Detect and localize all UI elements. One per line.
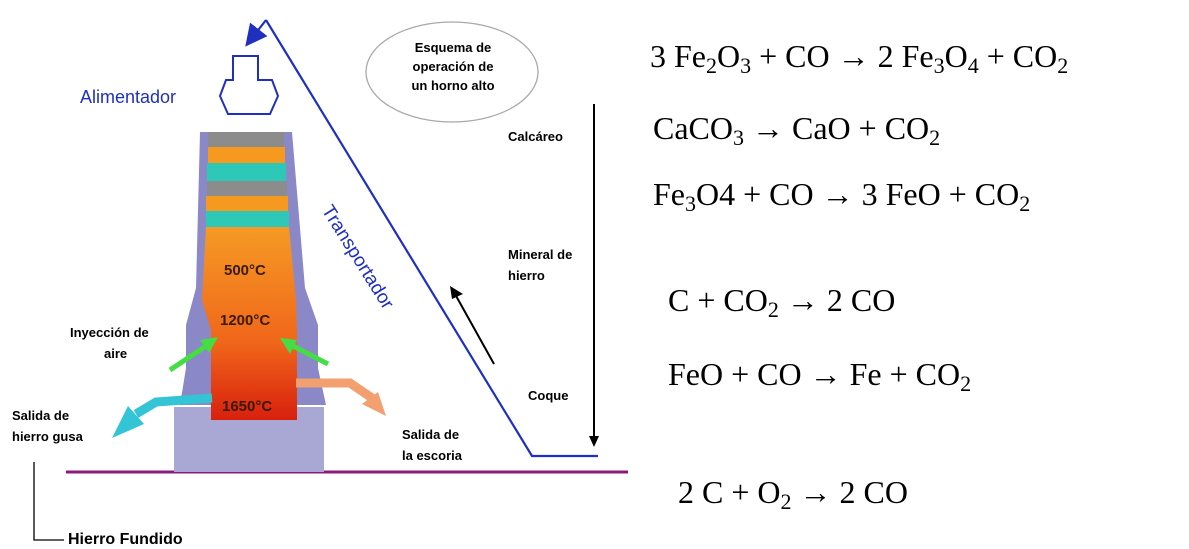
slag-arrow-icon <box>296 378 375 402</box>
limestone-label: Calcáreo <box>508 129 563 144</box>
air-arrow-right-head-icon <box>280 338 297 354</box>
up-arrow-icon <box>454 293 495 365</box>
layer-gray <box>207 181 287 196</box>
equation-6: 2 C + O2 → 2 CO <box>678 474 908 514</box>
layer-gray <box>208 132 284 147</box>
pig-iron-label-line2: hierro gusa <box>12 429 83 444</box>
layer-teal <box>207 163 286 181</box>
down-arrow-head-icon <box>589 436 599 447</box>
layer-orange <box>208 147 285 163</box>
ore-label-line2: hierro <box>508 268 545 283</box>
air-arrow-right-icon <box>291 343 330 367</box>
temp-500: 500°C <box>224 262 266 279</box>
slag-arrow-head-icon <box>362 392 386 416</box>
molten-iron-pointer <box>33 462 64 541</box>
equation-2: CaCO3 → CaO + CO2 <box>653 110 941 150</box>
equation-4: C + CO2 → 2 CO <box>668 282 896 322</box>
equation-3: Fe3O4 + CO → 3 FeO + CO2 <box>653 176 1031 216</box>
up-arrow-head-icon <box>450 286 463 299</box>
air-arrow-left-head-icon <box>200 337 218 353</box>
slag-label-line1: Salida de <box>402 427 460 442</box>
molten-iron-label: Hierro Fundido <box>68 531 183 548</box>
feeder-hopper-icon <box>218 55 280 115</box>
scheme-label-line1: Esquema de <box>414 40 492 55</box>
scheme-label-line2: operación de <box>412 59 494 74</box>
air-label-line2: aire <box>104 346 128 361</box>
ore-label-line1: Mineral de <box>508 247 573 262</box>
air-label-line1: Inyección de <box>70 325 149 340</box>
equation-1: 3 Fe2O3 + CO → 2 Fe3O4 + CO2 <box>650 38 1069 78</box>
air-arrow-left-icon <box>168 343 208 373</box>
pig-iron-label-line1: Salida de <box>12 408 70 423</box>
temp-1650: 1650°C <box>222 398 273 415</box>
scheme-label: Esquema de operación de un horno alto <box>392 38 514 95</box>
pig-iron-arrow-head-icon <box>112 406 144 438</box>
scheme-label-line3: un horno alto <box>411 78 495 93</box>
pig-iron-arrow-icon <box>133 393 213 418</box>
scheme-ellipse <box>365 21 539 123</box>
slag-label-line2: la escoria <box>402 448 462 463</box>
conveyor-arrow-icon <box>245 19 268 47</box>
feeder-label: Alimentador <box>80 87 177 107</box>
coke-label: Coque <box>528 388 569 403</box>
equation-5: FeO + CO → Fe + CO2 <box>668 356 972 396</box>
temp-1200: 1200°C <box>220 312 271 329</box>
hot-zone <box>202 227 297 420</box>
layer-teal <box>206 211 289 227</box>
layer-orange <box>206 196 288 211</box>
conveyor-line <box>265 19 598 458</box>
